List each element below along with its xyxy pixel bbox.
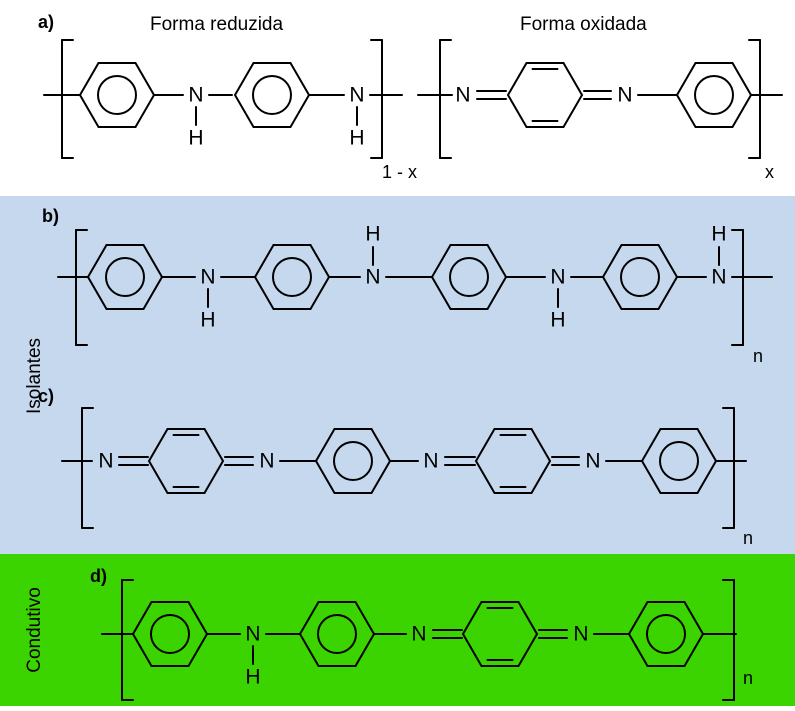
nitrogen-atom: N bbox=[259, 450, 274, 473]
panel-b-label: b) bbox=[42, 206, 59, 226]
reduced-subscript: 1 - x bbox=[382, 162, 417, 182]
nitrogen-atom: N bbox=[550, 266, 565, 289]
aromatic-circle bbox=[97, 75, 137, 115]
benzene-ring bbox=[314, 428, 392, 494]
nitrogen-atom: N bbox=[423, 450, 438, 473]
aromatic-circle bbox=[449, 257, 489, 297]
benzene-ring bbox=[78, 62, 156, 128]
aromatic-circle bbox=[333, 441, 373, 481]
panel-c-subscript: n bbox=[743, 528, 753, 548]
benzene-ring bbox=[601, 244, 679, 310]
hydrogen-atom: H bbox=[188, 127, 203, 150]
quinoid-ring bbox=[474, 428, 552, 494]
hydrogen-atom: H bbox=[349, 127, 364, 150]
nitrogen-atom: N bbox=[585, 450, 600, 473]
benzene-ring bbox=[233, 62, 311, 128]
aromatic-circle bbox=[646, 614, 686, 654]
benzene-ring bbox=[640, 428, 718, 494]
nitrogen-atom: N bbox=[200, 266, 215, 289]
nitrogen-atom: N bbox=[411, 623, 426, 646]
reduced-form-title: Forma reduzida bbox=[150, 14, 283, 35]
benzene-ring bbox=[86, 244, 164, 310]
insulating-background bbox=[0, 196, 795, 554]
aromatic-circle bbox=[272, 257, 312, 297]
aromatic-circle bbox=[694, 75, 734, 115]
hydrogen-atom: H bbox=[200, 309, 215, 332]
benzene-ring bbox=[430, 244, 508, 310]
hydrogen-atom: H bbox=[245, 666, 260, 689]
insulating-group-label: Isolantes bbox=[24, 338, 45, 414]
benzene-ring bbox=[131, 601, 209, 667]
panel-d-label: d) bbox=[90, 566, 107, 586]
nitrogen-atom: N bbox=[188, 84, 203, 107]
nitrogen-atom: N bbox=[365, 266, 380, 289]
aromatic-circle bbox=[659, 441, 699, 481]
nitrogen-atom: N bbox=[573, 623, 588, 646]
panel-d-subscript: n bbox=[743, 668, 753, 688]
hydrogen-atom: H bbox=[711, 223, 726, 246]
quinoid-ring bbox=[461, 601, 539, 667]
aromatic-circle bbox=[105, 257, 145, 297]
nitrogen-atom: N bbox=[349, 84, 364, 107]
nitrogen-atom: N bbox=[98, 450, 113, 473]
nitrogen-atom: N bbox=[711, 266, 726, 289]
aromatic-circle bbox=[150, 614, 190, 654]
hydrogen-atom: H bbox=[550, 309, 565, 332]
benzene-ring bbox=[627, 601, 705, 667]
panel-b-subscript: n bbox=[753, 346, 763, 366]
oxidized-subscript: x bbox=[765, 162, 774, 182]
quinoid-ring bbox=[506, 62, 584, 128]
aromatic-circle bbox=[620, 257, 660, 297]
conducting-background bbox=[0, 554, 795, 706]
benzene-ring bbox=[253, 244, 331, 310]
panel-c-label: c) bbox=[38, 386, 54, 406]
nitrogen-atom: N bbox=[455, 84, 470, 107]
conducting-group-label: Condutivo bbox=[24, 587, 45, 673]
nitrogen-atom: N bbox=[245, 623, 260, 646]
oxidized-form-title: Forma oxidada bbox=[520, 14, 647, 35]
nitrogen-atom: N bbox=[617, 84, 632, 107]
aromatic-circle bbox=[252, 75, 292, 115]
benzene-ring bbox=[298, 601, 376, 667]
benzene-ring bbox=[675, 62, 753, 128]
panel-a-label: a) bbox=[38, 12, 54, 32]
aromatic-circle bbox=[317, 614, 357, 654]
quinoid-ring bbox=[147, 428, 225, 494]
hydrogen-atom: H bbox=[365, 223, 380, 246]
